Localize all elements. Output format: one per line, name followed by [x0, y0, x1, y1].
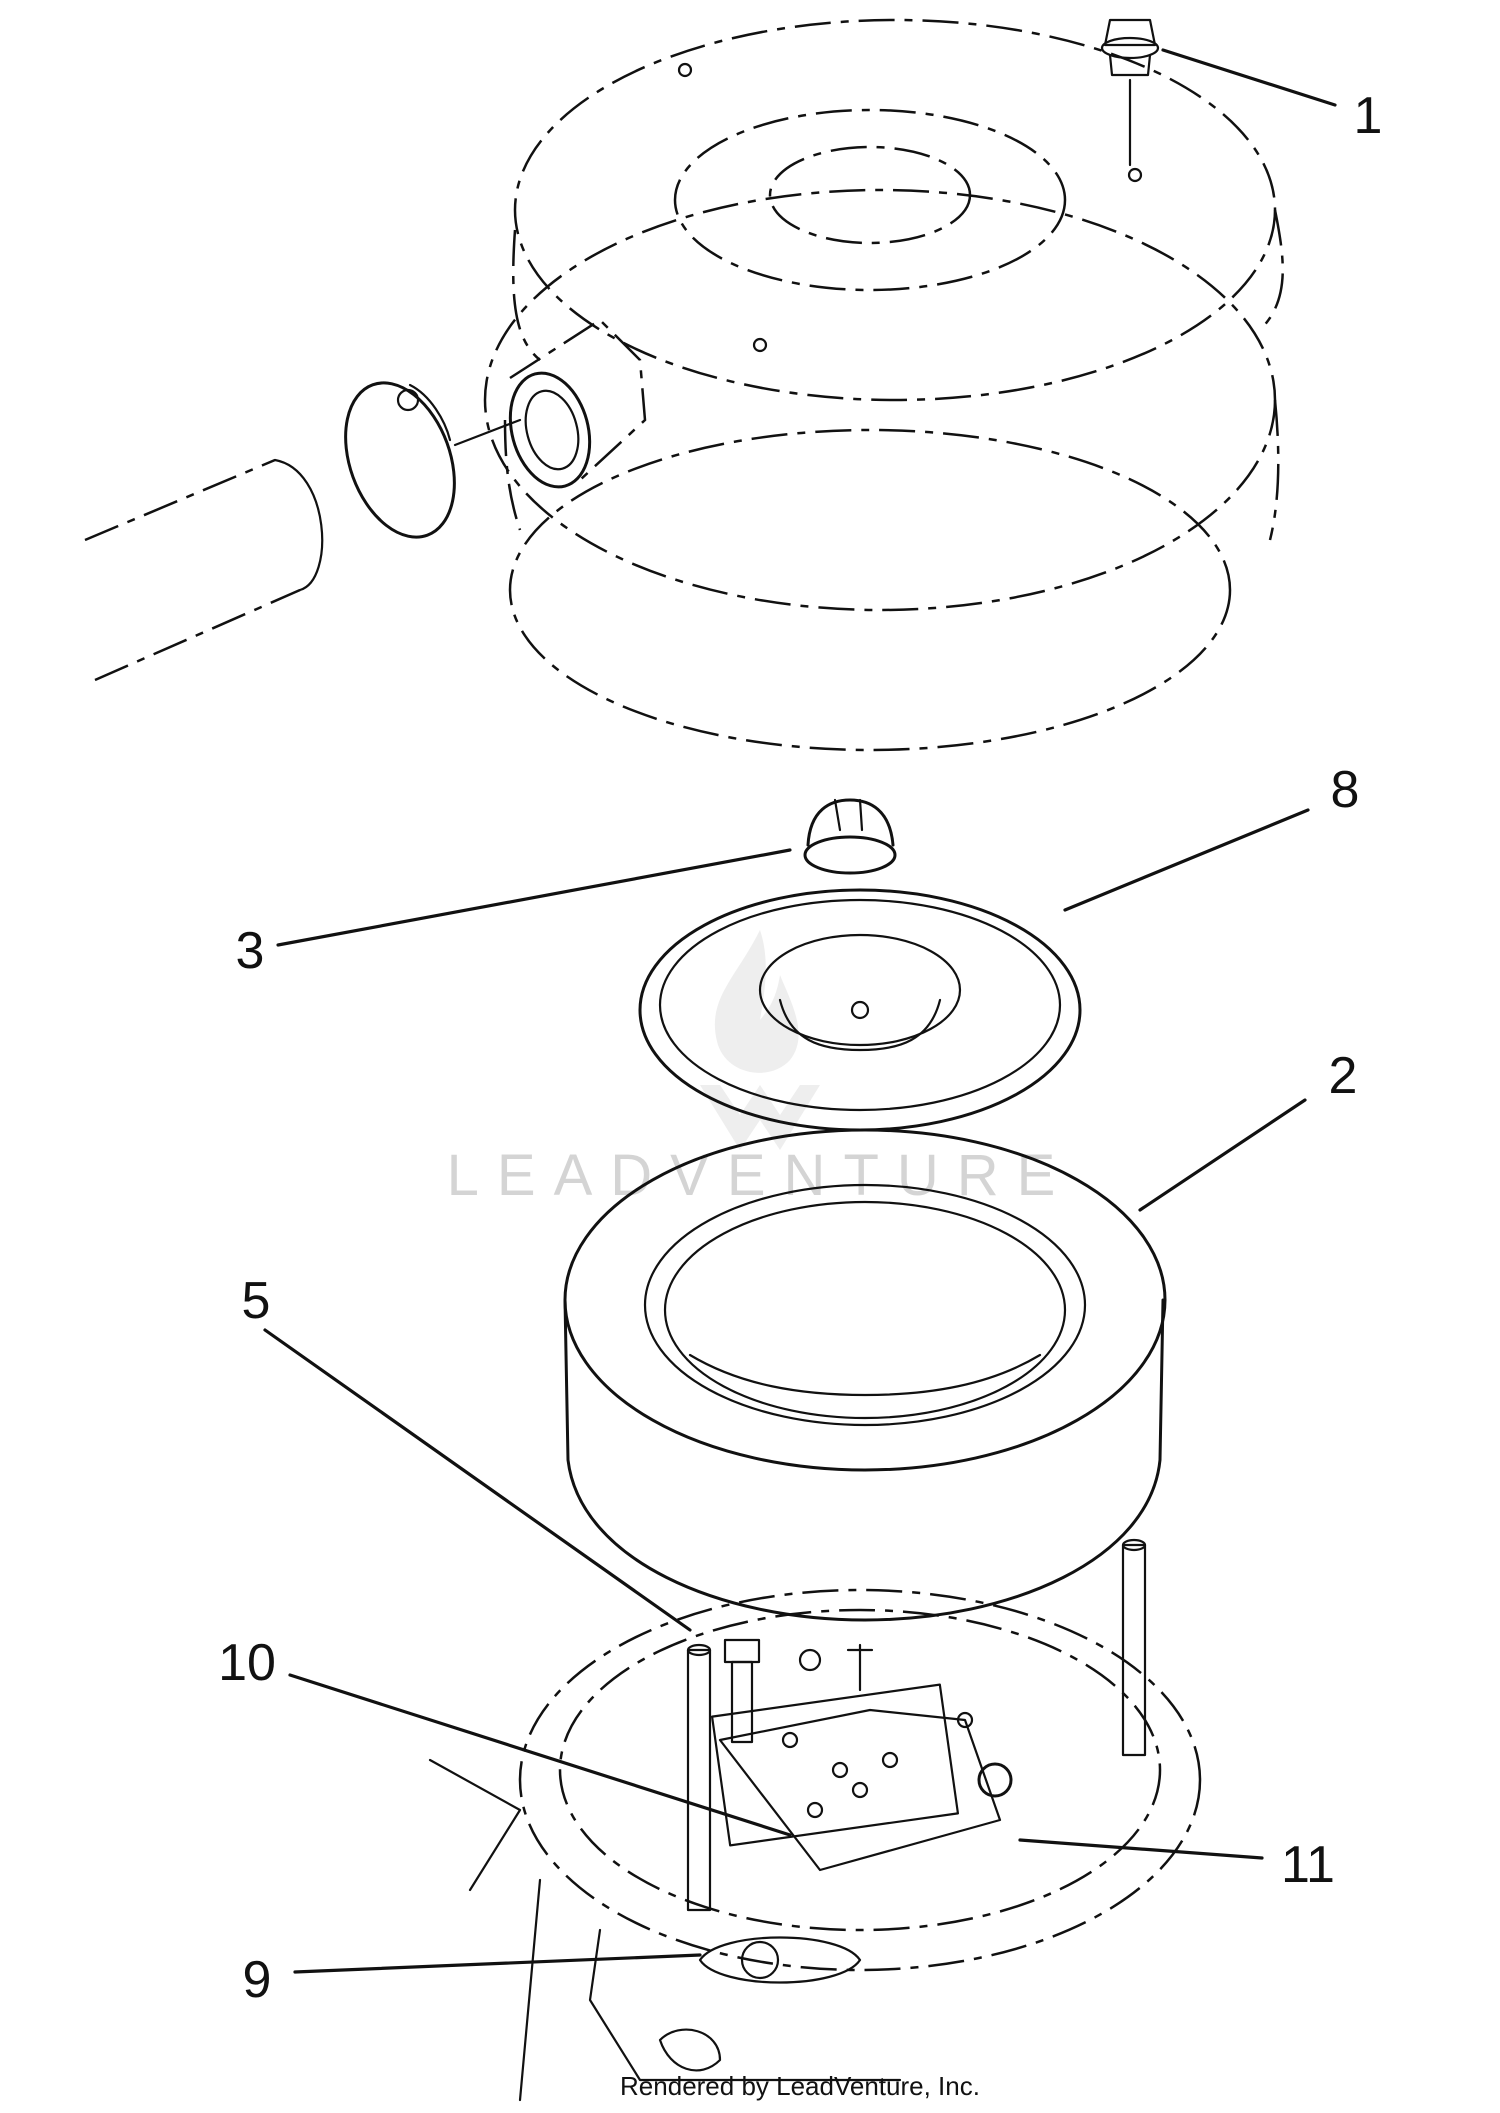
intake-hose: [84, 458, 324, 682]
leader-3: [276, 848, 792, 947]
render-credit: Rendered by LeadVenture, Inc.: [620, 2071, 980, 2101]
base-plate: [428, 1538, 1202, 2102]
leader-1: [1161, 48, 1337, 107]
callout-5: 5: [242, 1272, 271, 1330]
leader-5: [263, 1328, 692, 1632]
callout-9: 9: [243, 1951, 272, 2009]
part-1-breather: [1100, 18, 1160, 167]
leader-9: [293, 1953, 702, 1974]
leader-10: [288, 1673, 792, 1837]
callout-8: 8: [1331, 761, 1360, 819]
watermark-text: LEADVENTURE: [447, 1143, 1074, 1208]
callout-11: 11: [1281, 1836, 1335, 1894]
leader-11: [1018, 1838, 1264, 1860]
callout-10: 10: [218, 1634, 276, 1692]
callout-2: 2: [1329, 1047, 1358, 1105]
stud-left: [686, 1643, 712, 1912]
callout-1: 1: [1354, 87, 1383, 145]
part-2-filter: [563, 1128, 1167, 1622]
air-cleaner-cover: [483, 18, 1284, 752]
hose-clamp: [344, 381, 522, 539]
leader-2: [1138, 1098, 1307, 1212]
callout-3: 3: [236, 922, 265, 980]
bolt: [723, 1638, 761, 1744]
part-8-precleaner: [638, 888, 1082, 1132]
stud-right: [1121, 1538, 1147, 1757]
leader-8: [1063, 808, 1310, 912]
part-3-knob: [803, 798, 897, 875]
